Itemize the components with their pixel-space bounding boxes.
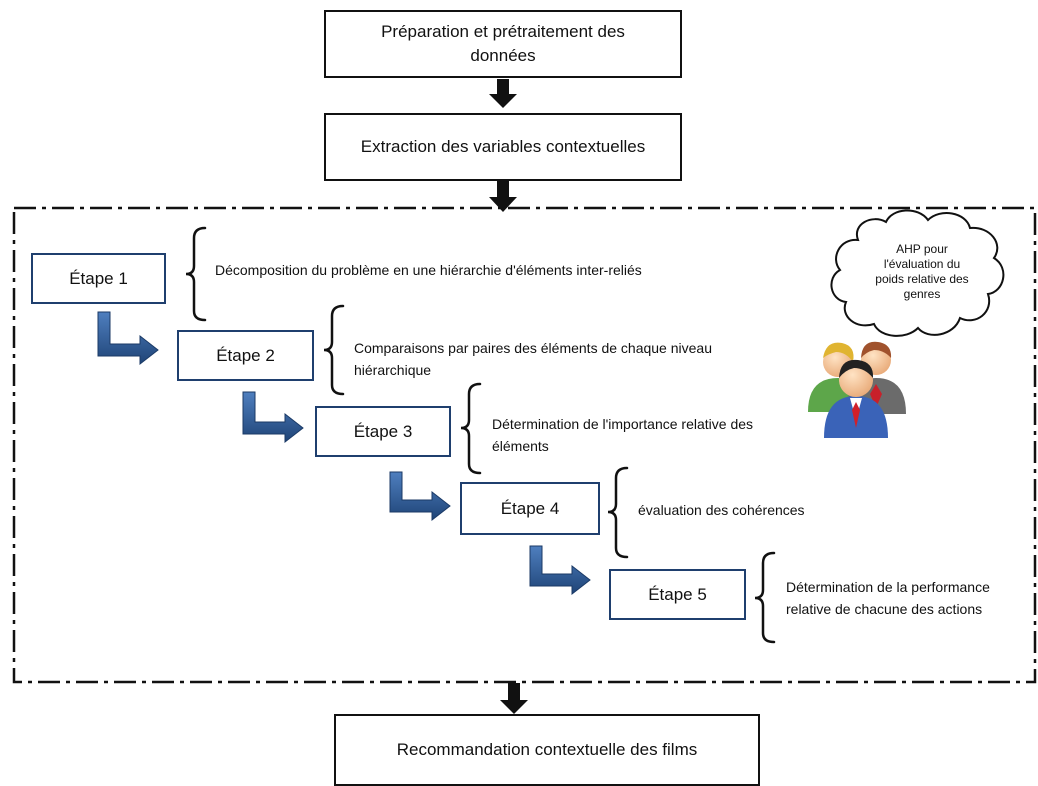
step-1-label: Étape 1: [69, 268, 128, 288]
extraction-label: Extraction des variables contextuelles: [360, 137, 646, 156]
bracket-2: [323, 304, 345, 396]
cloud-shape: [830, 209, 1005, 337]
step-3-label: Étape 3: [353, 421, 413, 441]
preparation-box: Préparation et prétraitement des données: [324, 10, 682, 78]
step-2-box: Étape 2: [177, 330, 314, 381]
flow-arrow-2: [489, 181, 517, 212]
bracket-1: [185, 226, 207, 322]
recommendation-box: Recommandation contextuelle des films: [334, 714, 760, 786]
step-3-description: Détermination de l'importance relative d…: [492, 416, 754, 454]
people-group-icon: [808, 341, 906, 438]
extraction-box: Extraction des variables contextuelles: [324, 113, 682, 181]
process-frame: [12, 206, 1037, 684]
step-2-description: Comparaisons par paires des éléments de …: [354, 340, 712, 378]
step-5-description: Détermination de la performance relative…: [786, 579, 990, 617]
step-3-box: Étape 3: [315, 406, 451, 457]
step-arrow-2: [242, 391, 304, 444]
step-1-description: Décomposition du problème en une hiérarc…: [215, 262, 642, 278]
step-arrow-1: [97, 311, 159, 366]
step-1-box: Étape 1: [31, 253, 166, 304]
step-4-label: Étape 4: [500, 498, 560, 518]
preparation-label: Préparation et prétraitement des données: [381, 22, 625, 65]
flow-arrow-1: [489, 79, 517, 108]
recommendation-label: Recommandation contextuelle des films: [396, 740, 698, 759]
bracket-4: [607, 466, 629, 559]
step-2-label: Étape 2: [216, 345, 275, 365]
step-4-box: Étape 4: [460, 482, 600, 535]
flow-arrow-3: [500, 683, 528, 714]
bracket-5: [754, 551, 776, 644]
step-5-label: Étape 5: [648, 584, 707, 604]
step-4-description: évaluation des cohérences: [638, 502, 805, 518]
step-5-box: Étape 5: [609, 569, 746, 620]
step-arrow-3: [389, 471, 451, 522]
cloud-text: AHP pour l'évaluation du poids relative …: [875, 242, 969, 301]
step-arrow-4: [529, 545, 591, 596]
bracket-3: [460, 382, 482, 475]
